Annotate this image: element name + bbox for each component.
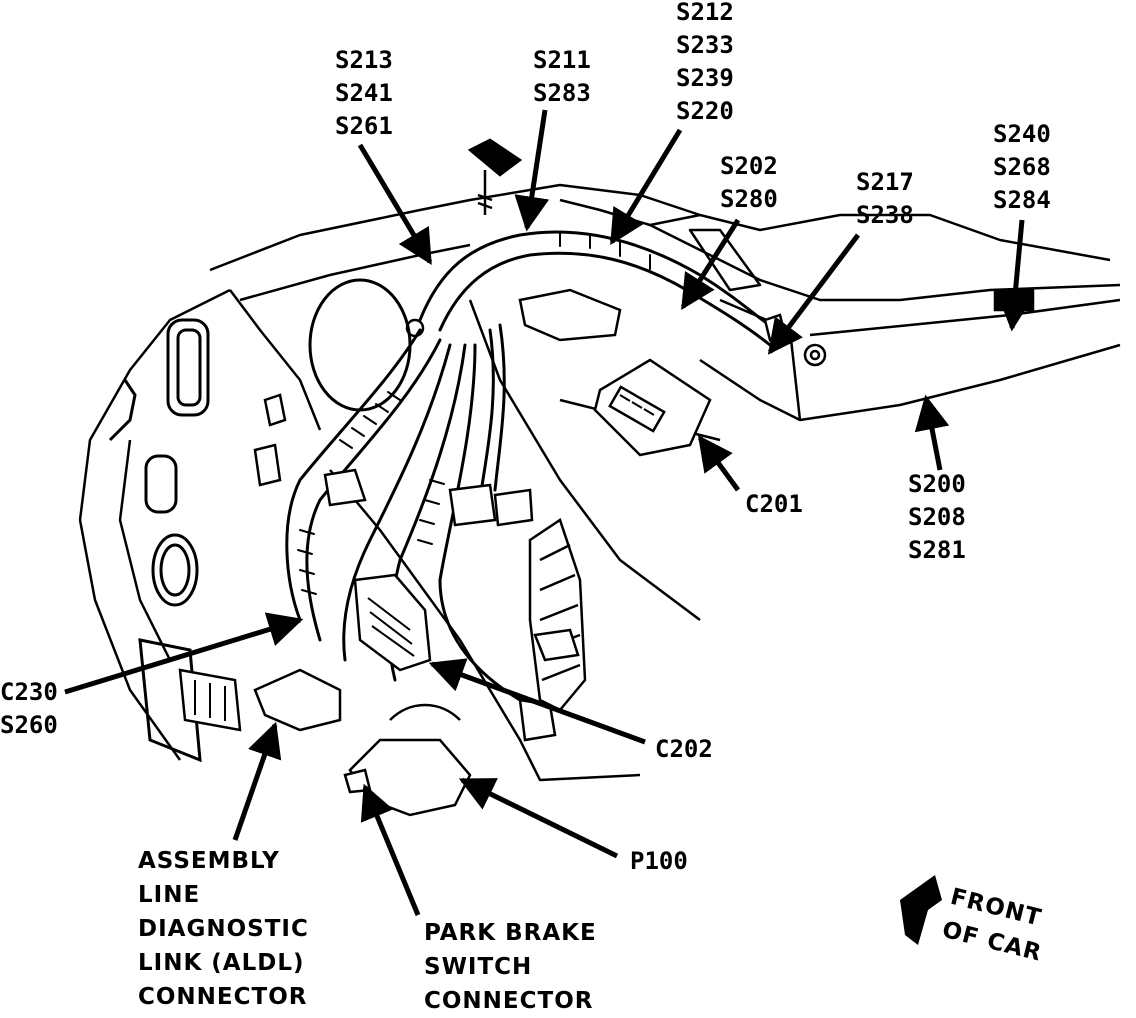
label-s238: S238 <box>856 201 914 229</box>
label-c230-s260: C230 S260 <box>0 676 58 742</box>
label-c201: C201 <box>745 490 803 518</box>
aldl-connector-block <box>180 670 340 730</box>
label-s268: S268 <box>993 153 1051 181</box>
label-s211: S211 <box>533 46 591 74</box>
wing-nut-stud <box>470 140 520 215</box>
misc-connectors <box>255 395 578 740</box>
label-aldl-line-1: ASSEMBLY <box>138 848 280 874</box>
pedal-pad <box>530 520 585 710</box>
label-s217: S217 <box>856 168 914 196</box>
label-s283: S283 <box>533 79 591 107</box>
label-s239: S239 <box>676 64 734 92</box>
label-s212-s233-s239-s220: S212 S233 S239 S220 <box>676 0 734 128</box>
label-s211-s283: S211 S283 <box>533 44 591 110</box>
label-s213: S213 <box>335 46 393 74</box>
label-s208: S208 <box>908 503 966 531</box>
label-park-brake-switch: PARK BRAKE SWITCH CONNECTOR <box>424 916 597 1018</box>
label-park-brake-line-1: PARK BRAKE <box>424 920 597 946</box>
label-s240-s268-s284: S240 S268 S284 <box>993 118 1051 217</box>
label-s202-s280: S202 S280 <box>720 150 778 216</box>
label-s261: S261 <box>335 112 393 140</box>
label-p100: P100 <box>630 847 688 875</box>
label-s213-s241-s261: S213 S241 S261 <box>335 44 393 143</box>
c201-connector-block <box>595 360 710 455</box>
label-s220: S220 <box>676 97 734 125</box>
label-s212: S212 <box>676 0 734 26</box>
c202-connector-block <box>355 575 430 670</box>
label-s260: S260 <box>0 711 58 739</box>
label-c202: C202 <box>655 735 713 763</box>
upper-connector-block <box>520 290 620 340</box>
label-s280: S280 <box>720 185 778 213</box>
label-s217-s238: S217 S238 <box>856 166 914 232</box>
label-s200: S200 <box>908 470 966 498</box>
label-aldl-line-4: LINK (ALDL) <box>138 950 305 976</box>
label-s241: S241 <box>335 79 393 107</box>
label-park-brake-line-3: CONNECTOR <box>424 988 594 1014</box>
label-aldl-line-3: DIAGNOSTIC <box>138 916 309 942</box>
label-s240: S240 <box>993 120 1051 148</box>
label-s281: S281 <box>908 536 966 564</box>
front-of-car-arrow-icon <box>900 875 942 945</box>
label-c230: C230 <box>0 678 58 706</box>
label-s202: S202 <box>720 152 778 180</box>
label-s284: S284 <box>993 186 1051 214</box>
leader-arrows <box>65 110 1033 915</box>
park-brake-switch-block <box>345 705 470 815</box>
label-park-brake-line-2: SWITCH <box>424 954 533 980</box>
main-harness <box>287 232 790 700</box>
label-aldl-line-5: CONNECTOR <box>138 984 308 1010</box>
label-aldl-connector: ASSEMBLY LINE DIAGNOSTIC LINK (ALDL) CON… <box>138 844 309 1014</box>
label-aldl-line-2: LINE <box>138 882 201 908</box>
label-s200-s208-s281: S200 S208 S281 <box>908 468 966 567</box>
label-s233: S233 <box>676 31 734 59</box>
